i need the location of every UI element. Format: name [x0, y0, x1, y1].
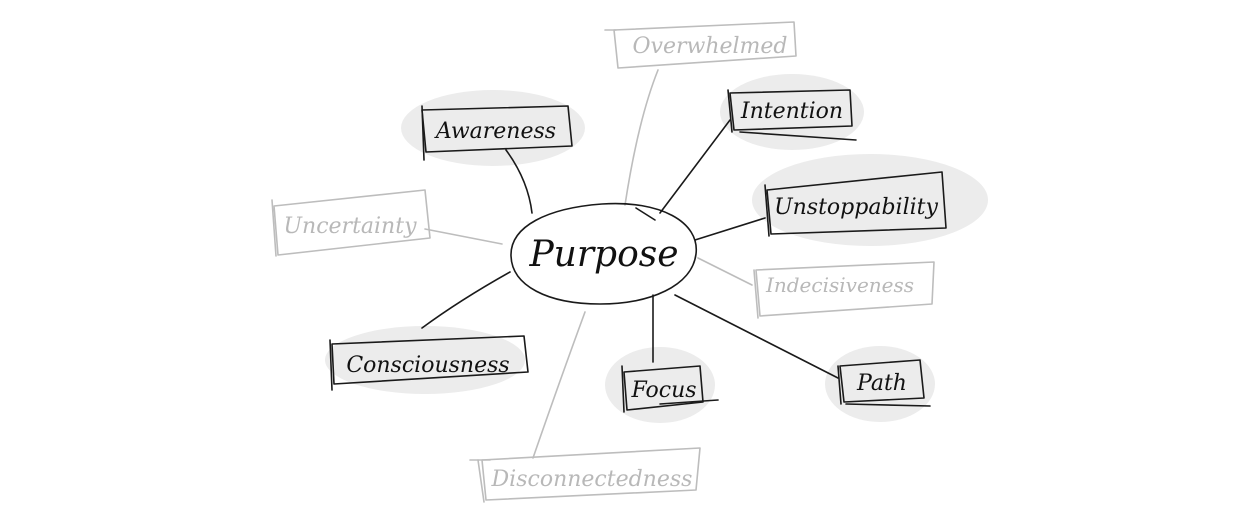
unstoppability-highlight	[752, 154, 988, 246]
indecisiveness-box	[755, 261, 935, 317]
intention-box-edge	[727, 89, 733, 133]
uncertainty-box	[273, 189, 431, 256]
awareness-box	[421, 105, 573, 153]
node-unstoppability[interactable]: Unstoppability	[764, 171, 947, 237]
awareness-label: Awareness	[434, 119, 556, 144]
node-disconnectedness[interactable]: Disconnectedness	[469, 447, 701, 503]
indecisiveness-box-edge	[753, 269, 759, 319]
path-box-underline	[845, 403, 931, 407]
connector-intention	[659, 119, 731, 214]
connector-indecisiveness	[697, 257, 753, 286]
center-node[interactable]: Purpose	[510, 202, 697, 305]
connector-awareness	[505, 149, 533, 214]
disconnectedness-label: Disconnectedness	[491, 467, 693, 492]
indecisiveness-label: Indecisiveness	[765, 273, 914, 297]
overwhelmed-box	[613, 21, 797, 69]
node-focus[interactable]: Focus	[621, 365, 719, 413]
connector-disconnectedness	[532, 311, 586, 459]
uncertainty-label: Uncertainty	[284, 214, 418, 239]
connector-path	[674, 294, 839, 379]
overwhelmed-label: Overwhelmed	[632, 34, 787, 59]
connector-uncertainty	[424, 228, 503, 245]
node-intention[interactable]: Intention	[727, 89, 857, 141]
intention-box-underline	[739, 131, 857, 141]
node-path[interactable]: Path	[837, 359, 931, 407]
consciousness-box-edge	[329, 339, 333, 391]
path-box-edge	[837, 365, 842, 405]
center-label: Purpose	[528, 234, 678, 275]
center-ellipse-tick	[635, 207, 656, 221]
consciousness-label: Consciousness	[346, 353, 509, 378]
intention-label: Intention	[740, 99, 843, 124]
center-ellipse	[510, 202, 697, 305]
unstoppability-box	[766, 171, 947, 235]
focus-box-underline	[659, 399, 719, 405]
unstoppability-box-edge	[764, 184, 770, 237]
disconnectedness-box	[481, 447, 701, 501]
disconnectedness-box-edge	[477, 459, 485, 503]
focus-label: Focus	[630, 378, 696, 403]
focus-box	[623, 365, 704, 411]
connector-consciousness	[421, 271, 511, 329]
unstoppability-label: Unstoppability	[774, 195, 938, 220]
connector-overwhelmed	[624, 69, 659, 206]
path-box	[839, 359, 925, 403]
node-overwhelmed[interactable]: Overwhelmed	[604, 21, 797, 69]
node-uncertainty[interactable]: Uncertainty	[271, 189, 431, 257]
node-consciousness[interactable]: Consciousness	[329, 335, 529, 391]
uncertainty-box-edge	[271, 199, 277, 257]
consciousness-box	[331, 335, 529, 385]
connectors	[421, 69, 839, 459]
awareness-box-edge	[421, 105, 425, 161]
connector-unstoppability	[694, 217, 766, 241]
node-awareness[interactable]: Awareness	[421, 105, 573, 161]
node-indecisiveness[interactable]: Indecisiveness	[753, 261, 935, 319]
focus-box-edge	[621, 365, 625, 413]
intention-box	[729, 89, 853, 131]
path-label: Path	[856, 371, 907, 396]
